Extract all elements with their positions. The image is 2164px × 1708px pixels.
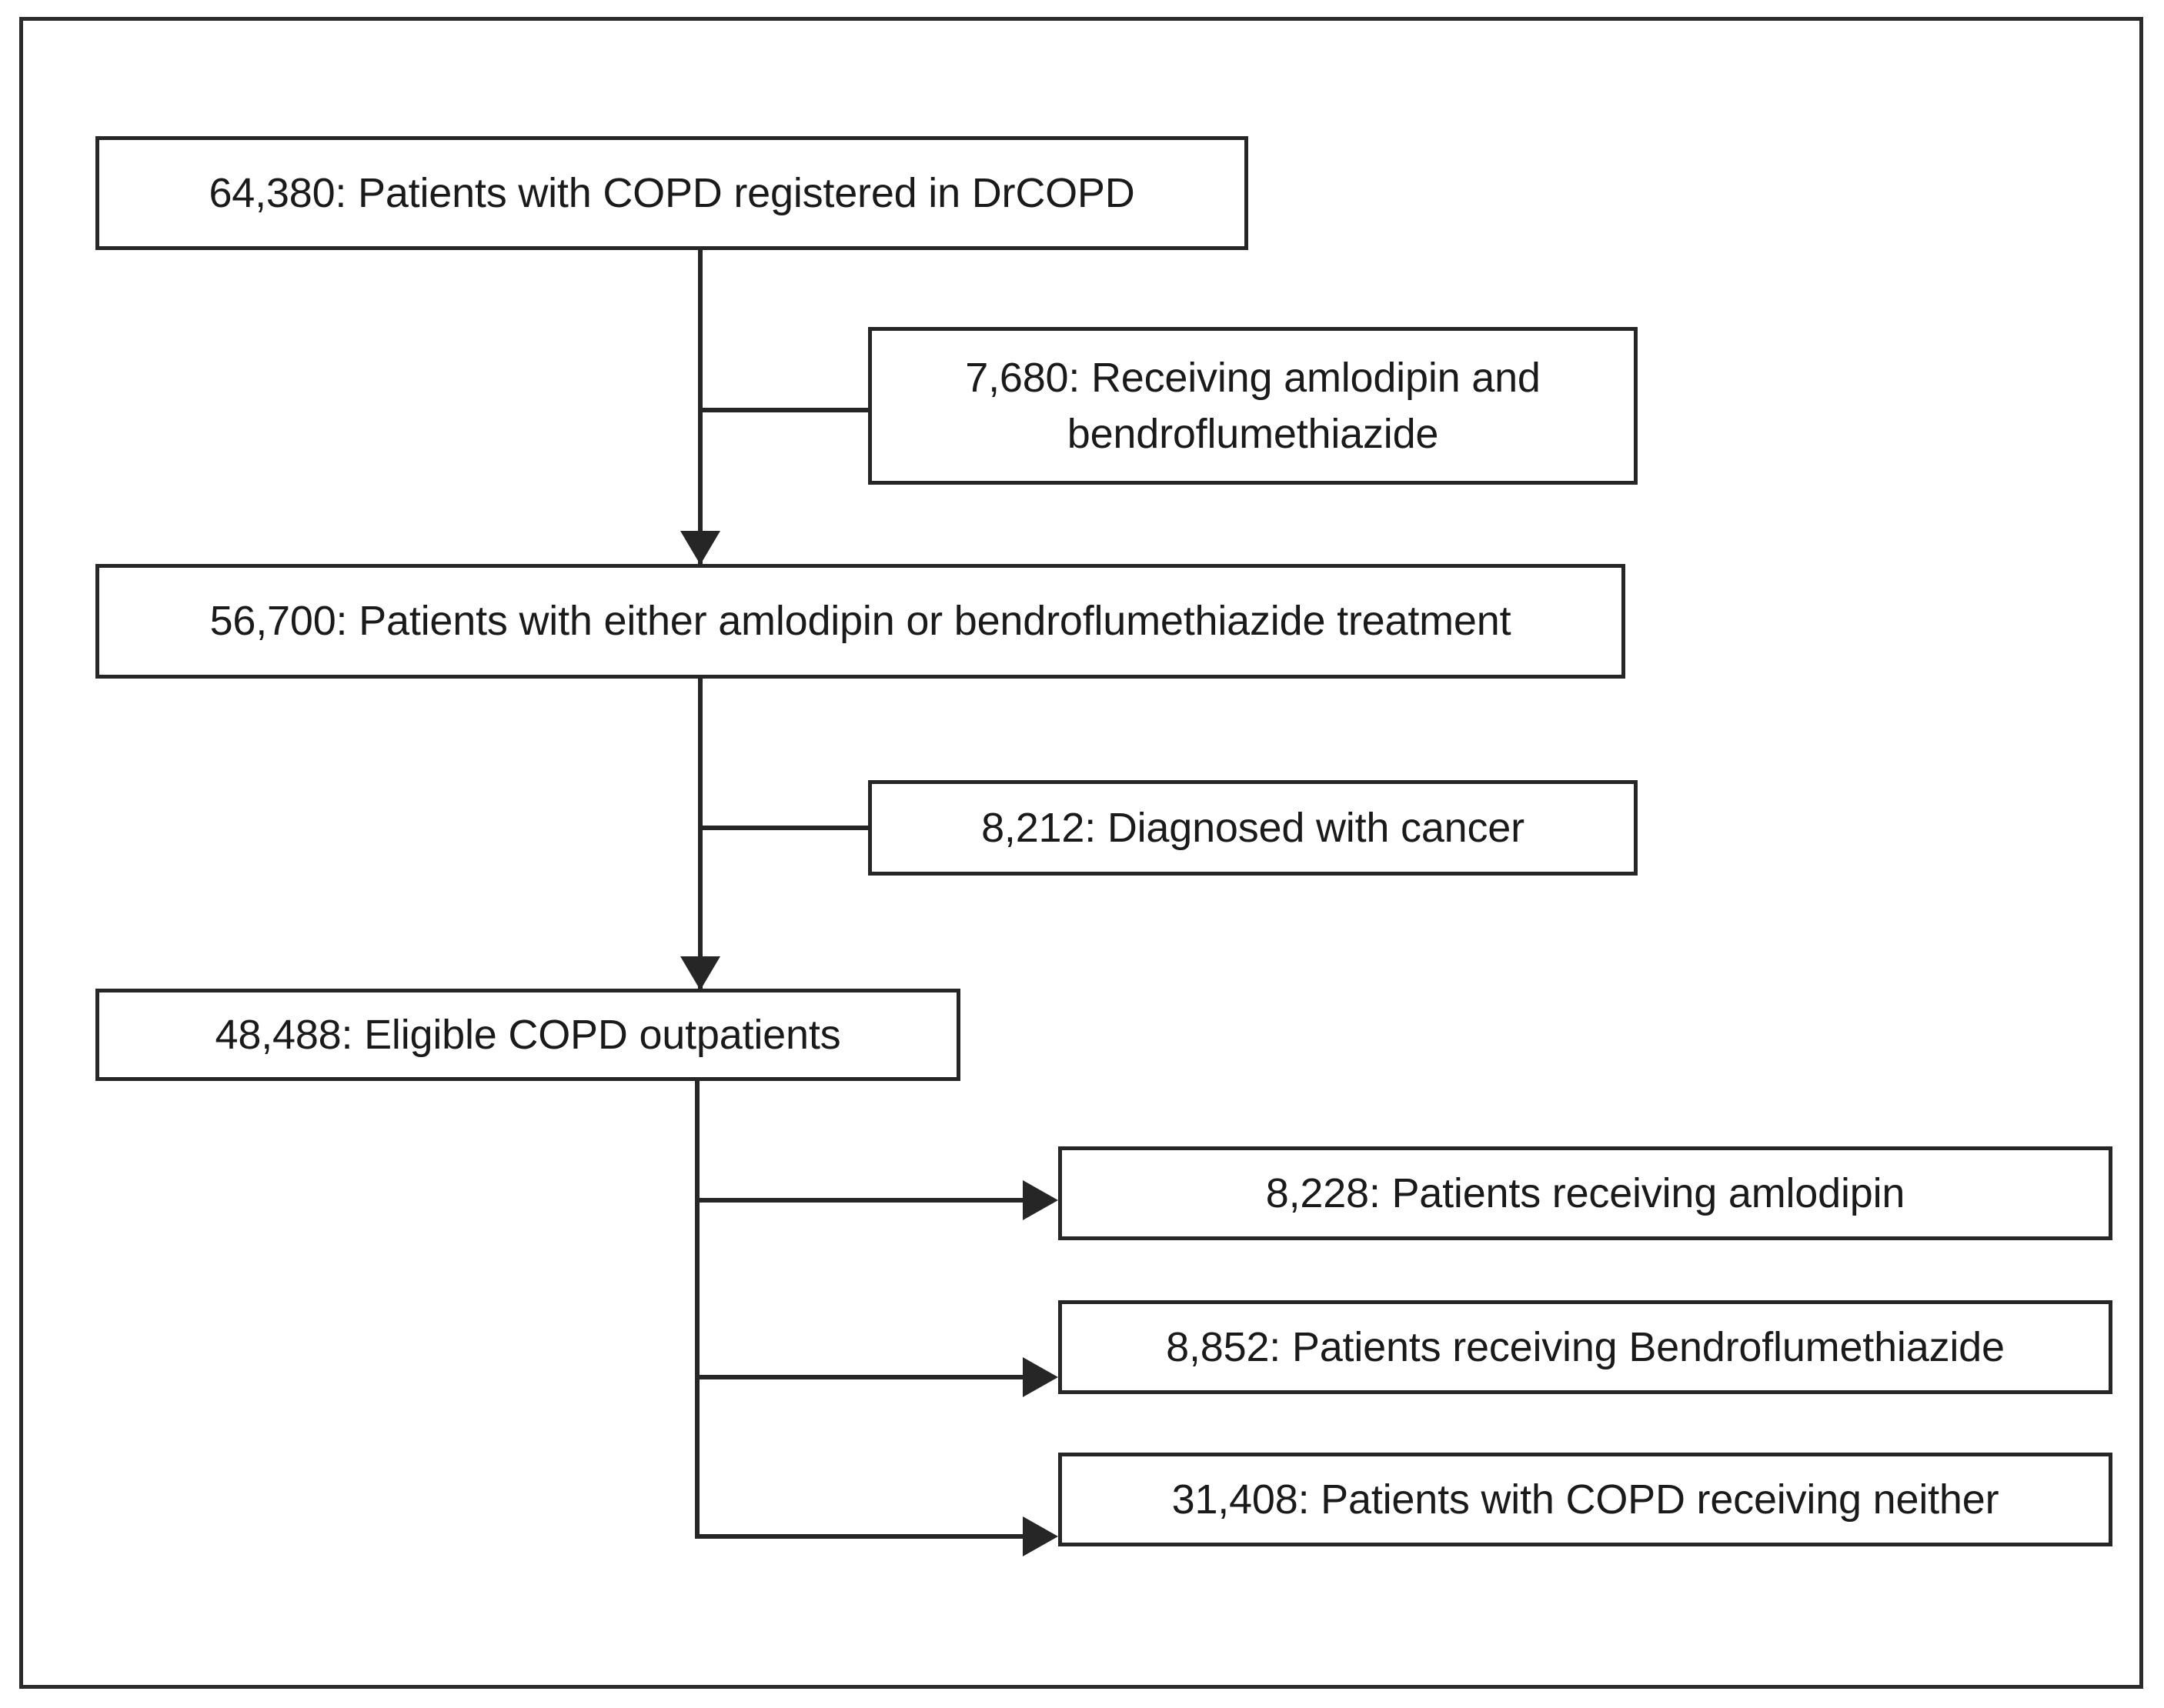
- node-excluded-both-drugs-label-line2: bendroflumethiazide: [1067, 410, 1439, 457]
- node-either-treatment: 56,700: Patients with either amlodipin o…: [95, 564, 1625, 679]
- connector-to-arm-neither: [695, 1534, 1026, 1539]
- arrowhead-to-arm-amlodipin: [1023, 1180, 1058, 1220]
- node-total-registered-label: 64,380: Patients with COPD registered in…: [209, 169, 1135, 216]
- arrowhead-to-arm-bendroflumethiazide: [1023, 1357, 1058, 1397]
- arrowhead-to-eligible: [680, 956, 720, 990]
- connector-branch-exclusion-2: [698, 826, 872, 830]
- node-eligible-outpatients-label: 48,488: Eligible COPD outpatients: [215, 1011, 841, 1058]
- node-total-registered: 64,380: Patients with COPD registered in…: [95, 136, 1248, 250]
- arrowhead-to-either-treatment: [680, 531, 720, 565]
- node-arm-neither: 31,408: Patients with COPD receiving nei…: [1058, 1453, 2112, 1546]
- node-arm-amlodipin-label: 8,228: Patients receiving amlodipin: [1265, 1169, 1905, 1216]
- arrowhead-to-arm-neither: [1023, 1516, 1058, 1556]
- node-arm-bendroflumethiazide-label: 8,852: Patients receiving Bendroflumethi…: [1166, 1323, 2005, 1370]
- connector-trunk-3: [695, 1081, 700, 1539]
- connector-branch-exclusion-1: [698, 408, 872, 412]
- node-excluded-cancer: 8,212: Diagnosed with cancer: [868, 780, 1638, 876]
- node-excluded-both-drugs-label-line1: 7,680: Receiving amlodipin and: [965, 355, 1541, 402]
- connector-to-arm-bendroflumethiazide: [695, 1375, 1026, 1379]
- node-either-treatment-label: 56,700: Patients with either amlodipin o…: [209, 598, 1511, 645]
- node-excluded-cancer-label: 8,212: Diagnosed with cancer: [981, 804, 1524, 851]
- node-excluded-both-drugs: 7,680: Receiving amlodipin and bendroflu…: [868, 327, 1638, 485]
- node-eligible-outpatients: 48,488: Eligible COPD outpatients: [95, 989, 960, 1081]
- connector-trunk-2: [698, 679, 703, 996]
- connector-to-arm-amlodipin: [695, 1198, 1026, 1203]
- node-arm-bendroflumethiazide: 8,852: Patients receiving Bendroflumethi…: [1058, 1300, 2112, 1394]
- node-arm-neither-label: 31,408: Patients with COPD receiving nei…: [1171, 1476, 1999, 1523]
- node-arm-amlodipin: 8,228: Patients receiving amlodipin: [1058, 1146, 2112, 1240]
